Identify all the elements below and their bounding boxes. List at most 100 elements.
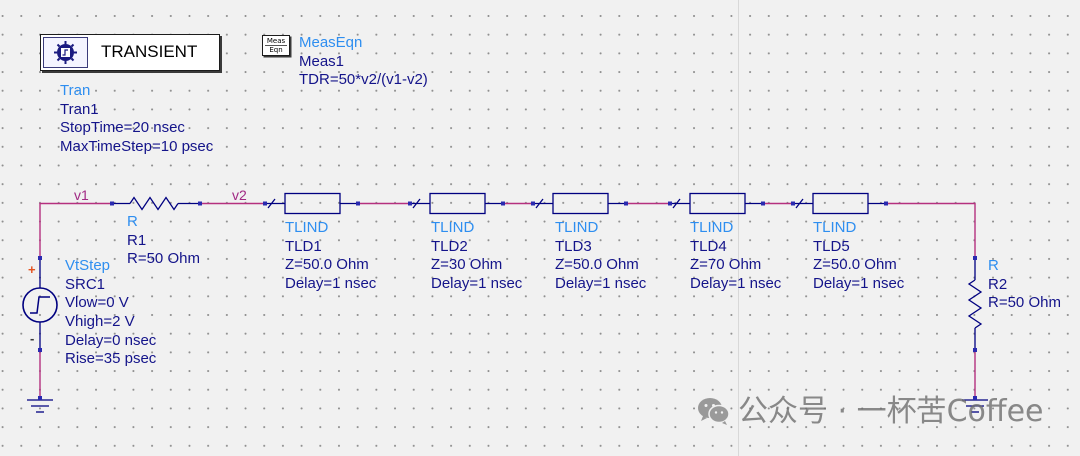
transient-title: TRANSIENT	[101, 42, 198, 61]
tld1-body	[284, 192, 341, 215]
tld2-label-block: TLIND TLD2 Z=30 Ohm Delay=1 nsec	[431, 219, 522, 294]
icon-part	[62, 49, 68, 56]
tld3-pin-2[interactable]	[624, 201, 628, 206]
tld5-pin-1[interactable]	[791, 201, 795, 206]
r2-label-block: R R2 R=50 Ohm	[988, 257, 1061, 313]
tline-tld1-icon[interactable]	[263, 192, 360, 215]
param-impedance[interactable]: Z=30 Ohm	[431, 256, 503, 274]
instance-name: R2	[988, 275, 1008, 293]
component-type-label: TLIND	[813, 219, 857, 236]
r2-pin-1[interactable]	[973, 256, 977, 260]
tld4-label-block: TLIND TLD4 Z=70 Ohm Delay=1 nsec	[690, 219, 781, 294]
instance-name: TLD4	[690, 237, 727, 255]
tline-tld4-icon[interactable]	[668, 192, 765, 215]
r1-pin-2[interactable]	[198, 201, 202, 206]
ground-icon[interactable]	[962, 396, 988, 413]
tld3-pin-1[interactable]	[531, 201, 535, 206]
transient-sim-icon	[43, 37, 88, 68]
resistor-r2-icon[interactable]	[967, 256, 983, 352]
param-resistance[interactable]: R=50 Ohm	[988, 294, 1061, 312]
component-type-label: R	[127, 213, 138, 230]
param-stoptime[interactable]: StopTime=20 nsec	[60, 119, 185, 137]
param-tdr-equation[interactable]: TDR=50*v2/(v1-v2)	[299, 71, 428, 89]
param-resistance[interactable]: R=50 Ohm	[127, 250, 200, 268]
component-type-label: TLIND	[285, 219, 329, 236]
icon-part	[722, 421, 727, 425]
param-maxtimestep[interactable]: MaxTimeStep=10 psec	[60, 138, 214, 156]
tline-tld5-icon[interactable]	[791, 192, 888, 215]
resistor-r1-icon[interactable]	[110, 196, 202, 211]
tline-tld2-icon[interactable]	[408, 192, 505, 215]
tld4-pin-2[interactable]	[761, 201, 765, 206]
tld5-body	[812, 192, 869, 215]
icon-part	[720, 411, 724, 414]
param-delay[interactable]: Delay=1 nsec	[555, 275, 647, 293]
param-impedance[interactable]: Z=70 Ohm	[690, 256, 762, 274]
tld5-pin-2[interactable]	[884, 201, 888, 206]
component-type-label: TLIND	[690, 219, 734, 236]
tld3-label-block: TLIND TLD3 Z=50.0 Ohm Delay=1 nsec	[555, 219, 646, 294]
tld3-pin-mark	[535, 198, 544, 209]
node-label-v2[interactable]: v2	[232, 187, 247, 203]
tld1-pin-1[interactable]	[263, 201, 267, 206]
param-delay[interactable]: Delay=1 nsec	[285, 275, 377, 293]
param-rise[interactable]: Rise=35 psec	[65, 350, 157, 368]
tld2-pin-mark	[412, 198, 421, 209]
node-label-v1[interactable]: v1	[74, 187, 89, 203]
tld1-pin-mark	[267, 198, 276, 209]
icon-part	[701, 416, 707, 421]
instance-name: TLD1	[285, 237, 322, 255]
source-pin-plus[interactable]	[38, 256, 42, 260]
r1-label-block: R R1 R=50 Ohm	[127, 213, 200, 269]
transient-controller-box[interactable]: TRANSIENT	[40, 34, 220, 71]
wechat-icon	[697, 396, 731, 426]
wechat-icon-graphic	[698, 398, 730, 425]
wire-tld5-r2[interactable]	[886, 202, 976, 259]
instance-name: TLD5	[813, 237, 850, 255]
tld4-pin-1[interactable]	[668, 201, 672, 206]
tld3-body	[552, 192, 609, 215]
param-vlow[interactable]: Vlow=0 V	[65, 294, 129, 312]
icon-part	[704, 404, 708, 407]
ground-pin[interactable]	[973, 396, 977, 400]
param-impedance[interactable]: Z=50.0 Ohm	[813, 256, 897, 274]
source-label-block: VtStep SRC1 Vlow=0 V Vhigh=2 V Delay=0 n…	[65, 257, 156, 369]
tld2-pin-1[interactable]	[408, 201, 412, 206]
param-impedance[interactable]: Z=50.0 Ohm	[555, 256, 639, 274]
tld1-pin-2[interactable]	[356, 201, 360, 206]
component-type-label: TLIND	[431, 219, 475, 236]
r2-pin-2[interactable]	[973, 348, 977, 352]
source-pin-minus[interactable]	[38, 348, 42, 352]
component-type-label: VtStep	[65, 257, 111, 274]
tld2-body	[429, 192, 486, 215]
ground-pin[interactable]	[38, 396, 42, 400]
r1-pin-1[interactable]	[110, 201, 114, 206]
meas-eqn-icon[interactable]: Meas Eqn	[262, 35, 290, 56]
param-delay[interactable]: Delay=1 nsec	[690, 275, 782, 293]
tld2-pin-2[interactable]	[501, 201, 505, 206]
ground-icon[interactable]	[27, 396, 53, 413]
instance-name: TLD3	[555, 237, 592, 255]
wire-node-v1[interactable]	[39, 202, 112, 259]
instance-name: Tran1	[60, 100, 99, 118]
param-vhigh[interactable]: Vhigh=2 V	[65, 313, 135, 331]
transient-sim-icon-graphic	[54, 41, 77, 64]
component-type-label: TLIND	[555, 219, 599, 236]
tline-tld3-icon[interactable]	[531, 192, 628, 215]
param-delay[interactable]: Delay=1 nsec	[431, 275, 523, 293]
icon-part	[708, 404, 730, 424]
icon-part	[714, 411, 718, 414]
meas-eqn-icon-label-1: Meas	[265, 37, 287, 46]
transient-label-block: Tran Tran1 StopTime=20 nsec MaxTimeStep=…	[60, 82, 213, 157]
component-type-label: Tran	[60, 82, 91, 99]
step-voltage-source-icon[interactable]	[22, 256, 58, 352]
instance-name: TLD2	[431, 237, 468, 255]
param-delay[interactable]: Delay=1 nsec	[813, 275, 905, 293]
instance-name: R1	[127, 231, 147, 249]
source-body	[22, 287, 58, 323]
param-delay[interactable]: Delay=0 nsec	[65, 331, 157, 349]
source-plus-sign: +	[28, 262, 36, 277]
param-impedance[interactable]: Z=50.0 Ohm	[285, 256, 369, 274]
